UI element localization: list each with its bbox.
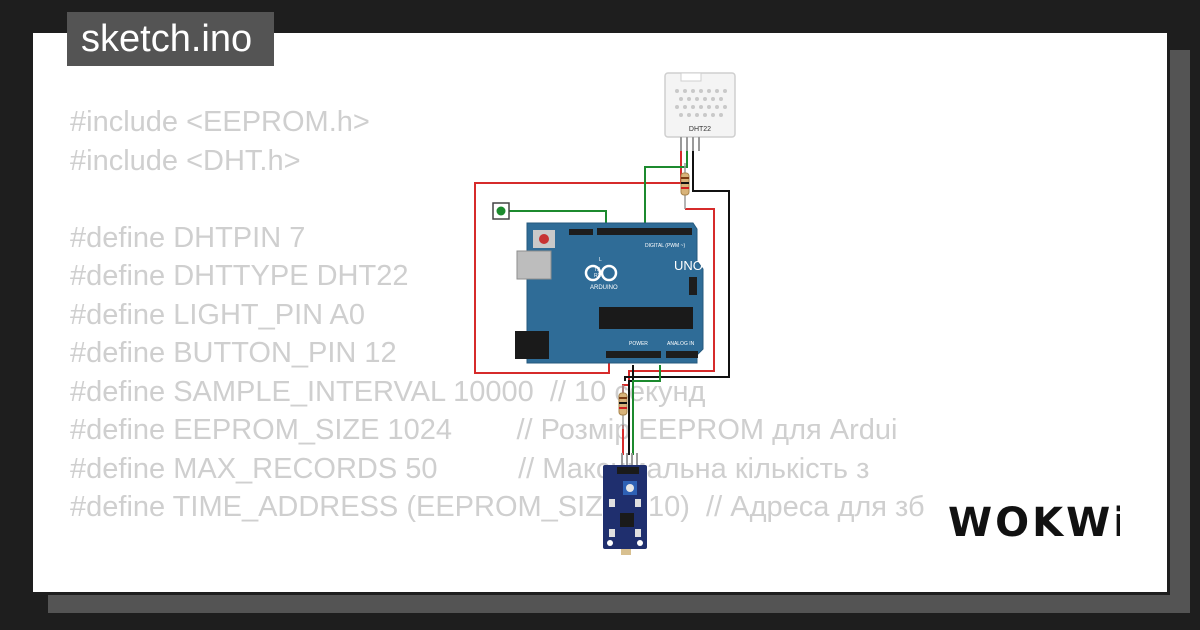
green-wire-module (632, 365, 661, 455)
code-line: #define LIGHT_PIN A0 (70, 298, 365, 331)
analog-label: ANALOG IN (667, 341, 695, 347)
on-label: ON (716, 269, 724, 275)
code-line: #include <DHT.h> (70, 144, 301, 177)
brand-label: ARDUINO (590, 285, 618, 291)
code-line: #define DHTPIN 7 (70, 221, 306, 254)
power-label: POWER (629, 341, 648, 347)
dht-label: DHT22 (689, 126, 711, 133)
tx-label: TX (594, 267, 601, 273)
green-wire-dht (644, 151, 688, 227)
logo-text: WOKWi (948, 500, 1120, 546)
file-title: sketch.ino (67, 12, 275, 66)
code-line: #define BUTTON_PIN 12 (70, 337, 397, 369)
preview-card: #include <EEPROM.h> #include <DHT.h> #defi… (30, 30, 1170, 595)
resistor-icon (680, 163, 690, 209)
code-line: #define EEPROM_SIZE 1024 // Розмір EEPRO… (70, 414, 898, 446)
pushbutton-icon[interactable] (492, 202, 510, 220)
black-wire-module (628, 365, 634, 455)
wokwi-logo-icon: WOKWi (948, 500, 1120, 546)
light-sensor-module-icon[interactable] (603, 453, 647, 555)
l-label: L (599, 257, 602, 263)
dht22-sensor-icon[interactable]: DHT22 (664, 72, 736, 151)
code-line: #define MAX_RECORDS 50 // Максимальна кі… (70, 452, 870, 485)
code-preview: #include <EEPROM.h> #include <DHT.h> #defi… (70, 103, 925, 527)
black-wire-dht (624, 151, 730, 381)
digital-label: DIGITAL (PWM ~) (645, 243, 685, 249)
code-line: #include <EEPROM.h> (70, 106, 370, 138)
code-line: #define DHTTYPE DHT22 (70, 260, 409, 292)
circuit-diagram: DHT22 (474, 72, 736, 555)
rx-label: RX (594, 273, 602, 279)
code-line: #define TIME_ADDRESS (EEPROM_SIZE - 10) … (70, 491, 925, 523)
arduino-uno-icon[interactable]: UNO ARDUINO DIGITAL (PWM ~) POWER ANALOG… (515, 222, 724, 364)
resistor-icon (618, 385, 628, 429)
board-label: UNO (674, 258, 703, 273)
